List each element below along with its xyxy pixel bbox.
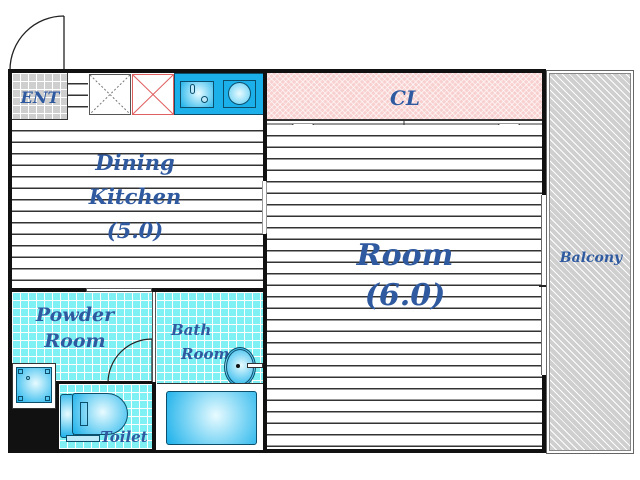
powder-room-label: Powder Room	[30, 302, 120, 354]
dining-kitchen-upper-floor	[68, 115, 264, 123]
washer-space	[132, 74, 174, 115]
washbasin-icon	[16, 367, 52, 403]
toilet-panel-icon	[66, 435, 100, 442]
bath-room-label: Bath Room	[165, 318, 235, 366]
bath-faucet-icon	[247, 363, 263, 368]
wall-kitchen-room	[263, 69, 267, 453]
powder-room-line1: Powder	[35, 304, 115, 326]
powder-room-line2: Room	[44, 330, 106, 352]
toilet-bowl-icon	[72, 393, 128, 435]
closet-area	[267, 73, 542, 121]
dining-kitchen-floor	[12, 119, 264, 289]
wall-powder-toilet	[56, 381, 156, 384]
entrance-door-swing-icon	[9, 15, 65, 71]
kitchen-step	[68, 73, 88, 119]
dining-kitchen-label: Dining Kitchen (5.0)	[70, 146, 200, 248]
bath-room-line2: Room	[181, 345, 230, 363]
room-size: (6.0)	[364, 278, 446, 313]
balcony-label: Balcony	[559, 250, 623, 266]
door-opening-kitchen-room	[262, 181, 267, 234]
wall-top	[8, 69, 546, 73]
wall-bottom	[8, 449, 546, 453]
balcony-area	[549, 73, 631, 451]
kitchen-sink-icon	[180, 81, 214, 108]
powder-door-swing-icon	[107, 338, 153, 384]
room-line1: Room	[356, 238, 454, 273]
entrance-label: ENT	[20, 88, 60, 107]
dining-kitchen-line1: Dining	[95, 150, 175, 175]
room-floor	[267, 125, 542, 449]
door-opening-powder	[86, 288, 152, 292]
wall-left	[8, 69, 12, 453]
bath-room-line1: Bath	[171, 321, 212, 339]
wall-toilet-left	[56, 381, 59, 451]
dining-kitchen-line2: Kitchen	[88, 184, 182, 209]
stove-burner-icon	[223, 80, 256, 108]
closet-label: CL	[390, 86, 420, 110]
powder-room-floor	[12, 292, 153, 382]
dining-kitchen-size: (5.0)	[106, 218, 164, 243]
dark-block	[12, 409, 56, 449]
entrance-area	[12, 73, 68, 125]
bath-door-opening	[152, 292, 156, 382]
room-label: Room (6.0)	[340, 236, 470, 316]
toilet-label: Toilet	[100, 428, 148, 446]
window-divider	[539, 285, 549, 287]
bathtub-icon	[166, 391, 257, 445]
refrigerator-space	[89, 74, 131, 115]
